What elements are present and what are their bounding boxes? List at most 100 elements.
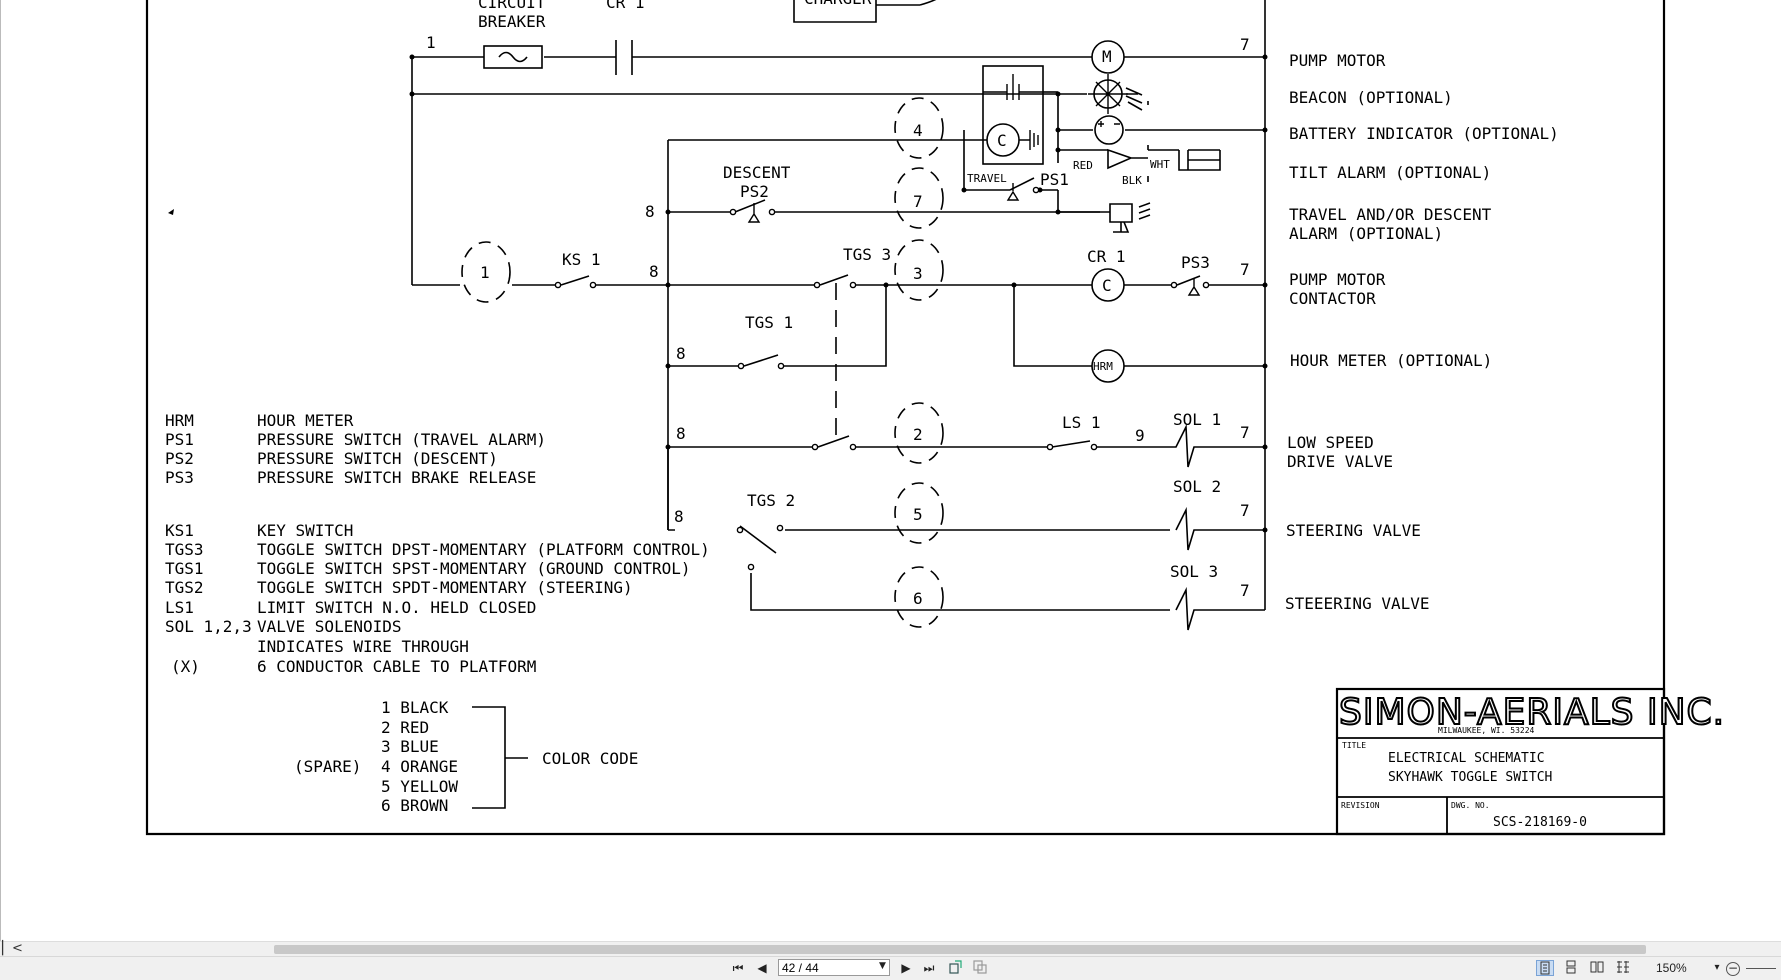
cursor-mark <box>168 209 174 215</box>
continuous-facing-view-icon[interactable] <box>1614 960 1632 976</box>
wire-7-c: 7 <box>1240 423 1250 442</box>
label-contactor: C <box>1102 276 1112 295</box>
viewer-toolbar: ⏮ ◀ ▼ ▶ ⏭ 150% ▾ − <box>0 956 1781 980</box>
scroll-left-button[interactable]: < <box>12 941 23 956</box>
legend-desc: TOGGLE SWITCH SPST-MOMENTARY (GROUND CON… <box>257 559 690 578</box>
label-charger: CHARGER <box>804 0 872 8</box>
output-beacon: BEACON (OPTIONAL) <box>1289 88 1453 107</box>
zoom-dropdown-icon[interactable]: ▾ <box>1714 962 1720 973</box>
legend-abbr: HRM <box>165 411 194 430</box>
page-number-input[interactable] <box>778 959 890 976</box>
legend-abbr: TGS3 <box>165 540 204 559</box>
wire-8-a: 8 <box>645 202 655 221</box>
label-tgs2: TGS 2 <box>747 491 795 510</box>
color-code-item: 3 BLUE <box>381 737 439 756</box>
dwg-label: DWG. NO. <box>1451 801 1490 810</box>
legend-abbr: (X) <box>171 657 200 676</box>
output-low-speed-2: DRIVE VALVE <box>1287 452 1393 471</box>
scroll-left-icon[interactable]: ▏ <box>2 941 12 956</box>
output-hour-meter: HOUR METER (OPTIONAL) <box>1290 351 1492 370</box>
continuous-view-icon[interactable] <box>1562 960 1580 976</box>
legend-desc: PRESSURE SWITCH (TRAVEL ALARM) <box>257 430 546 449</box>
first-page-button[interactable]: ⏮ <box>732 961 744 975</box>
output-travel-alarm-2: ALARM (OPTIONAL) <box>1289 224 1443 243</box>
wire-7-a: 7 <box>1240 35 1250 54</box>
legend-desc: TOGGLE SWITCH DPST-MOMENTARY (PLATFORM C… <box>257 540 710 559</box>
label-ps1: PS1 <box>1040 170 1069 189</box>
color-code: 1 BLACK 2 RED 3 BLUE 4 ORANGE 5 YELLOW 6… <box>294 698 638 815</box>
label-cr1-top: CR 1 <box>606 0 645 12</box>
label-wht: WHT <box>1150 158 1170 171</box>
last-page-button[interactable]: ⏭ <box>923 961 935 975</box>
wire-7-e: 7 <box>1240 581 1250 600</box>
legend-abbr: LS1 <box>165 598 194 617</box>
wire-7-d: 7 <box>1240 501 1250 520</box>
wire-9: 9 <box>1135 426 1145 445</box>
legend-abbr: TGS2 <box>165 578 204 597</box>
legend-abbr: PS3 <box>165 468 194 487</box>
next-page-button[interactable]: ▶ <box>901 961 911 975</box>
rotate-icon[interactable] <box>948 960 964 976</box>
single-page-view-icon[interactable] <box>1536 960 1554 976</box>
wire-8-d: 8 <box>676 424 686 443</box>
label-tgs3: TGS 3 <box>843 245 891 264</box>
label-cr1: CR 1 <box>1087 247 1126 266</box>
legend-desc: KEY SWITCH <box>257 521 353 540</box>
page-copy-icon[interactable] <box>972 960 988 976</box>
color-code-item: 4 ORANGE <box>381 757 458 776</box>
legend-desc: VALVE SOLENOIDS <box>257 617 402 636</box>
facing-view-icon[interactable] <box>1588 960 1606 976</box>
color-code-item: 5 YELLOW <box>381 777 458 796</box>
zoom-slider[interactable] <box>1746 968 1776 969</box>
legend-desc: INDICATES WIRE THROUGH <box>257 637 469 656</box>
label-descent: DESCENT <box>723 163 791 182</box>
label-ls1: LS 1 <box>1062 413 1101 432</box>
document-viewport: CIRCUIT BREAKER CR 1 CHARGER PUMP MOTOR … <box>145 0 1726 836</box>
horizontal-scroll-thumb[interactable] <box>274 945 1646 954</box>
color-code-label: COLOR CODE <box>542 749 638 768</box>
title-line-2: SKYHAWK TOGGLE SWITCH <box>1388 770 1552 785</box>
zoom-out-button[interactable]: − <box>1726 961 1740 976</box>
wire-8-e: 8 <box>674 507 684 526</box>
cable-5: 5 <box>913 505 923 524</box>
legend-desc: LIMIT SWITCH N.O. HELD CLOSED <box>257 598 536 617</box>
wire-1: 1 <box>426 33 436 52</box>
label-blk: BLK <box>1122 174 1142 187</box>
dwg-number: SCS-218169-0 <box>1493 815 1587 830</box>
label-tgs1: TGS 1 <box>745 313 793 332</box>
output-tilt-alarm: TILT ALARM (OPTIONAL) <box>1289 163 1491 182</box>
title-label: TITLE <box>1342 741 1366 750</box>
output-steering-valve-2: STEEERING VALVE <box>1285 594 1430 613</box>
label-sol2: SOL 2 <box>1173 477 1221 496</box>
window-left-edge <box>0 0 1 941</box>
label-motor: M <box>1102 47 1112 66</box>
output-steering-valve: STEERING VALVE <box>1286 521 1421 540</box>
company-logo: SIMON-AERIALS INC. <box>1339 692 1725 733</box>
electrical-schematic: CIRCUIT BREAKER CR 1 CHARGER PUMP MOTOR … <box>145 0 1725 836</box>
title-line-1: ELECTRICAL SCHEMATIC <box>1388 751 1545 766</box>
output-low-speed: LOW SPEED <box>1287 433 1374 452</box>
revision-label: REVISION <box>1341 801 1380 810</box>
output-travel-alarm: TRAVEL AND/OR DESCENT <box>1289 205 1492 224</box>
label-hrm: HRM <box>1093 360 1113 373</box>
legend-desc: 6 CONDUCTOR CABLE TO PLATFORM <box>257 657 536 676</box>
legend-abbr: TGS1 <box>165 559 204 578</box>
color-code-item: 6 BROWN <box>381 796 448 815</box>
output-pump-motor: PUMP MOTOR <box>1289 51 1386 70</box>
previous-page-button[interactable]: ◀ <box>757 961 767 975</box>
spare-label: (SPARE) <box>294 757 361 776</box>
legend-desc: TOGGLE SWITCH SPDT-MOMENTARY (STEERING) <box>257 578 633 597</box>
legend: HRM HOUR METER PS1 PRESSURE SWITCH (TRAV… <box>165 411 710 676</box>
horizontal-scrollbar[interactable]: ▏ < <box>0 941 1781 956</box>
company-location: MILWAUKEE, WI. 53224 <box>1438 726 1535 735</box>
label-sol3: SOL 3 <box>1170 562 1218 581</box>
label-circuit: CIRCUIT <box>478 0 546 12</box>
legend-desc: PRESSURE SWITCH (DESCENT) <box>257 449 498 468</box>
cable-2: 2 <box>913 425 923 444</box>
page-dropdown-icon[interactable]: ▼ <box>879 961 886 971</box>
label-travel: TRAVEL <box>967 172 1007 185</box>
cable-1: 1 <box>480 263 490 282</box>
cable-7: 7 <box>913 192 923 211</box>
color-code-item: 1 BLACK <box>381 698 449 717</box>
cable-6: 6 <box>913 589 923 608</box>
